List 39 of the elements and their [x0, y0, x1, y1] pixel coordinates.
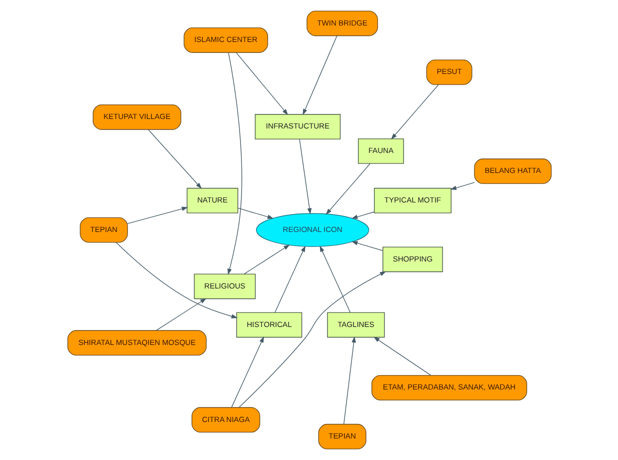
node-box: FAUNA: [357, 138, 404, 164]
arrow: [450, 182, 474, 190]
arrow: [147, 129, 202, 189]
node-box: ETAM, PERADABAN, SANAK, WADAH: [370, 375, 527, 400]
arrow: [227, 52, 242, 275]
arrow: [390, 84, 438, 140]
node-box: INFRASTUCTURE: [254, 114, 340, 140]
arrow: [126, 206, 188, 224]
arrow: [302, 36, 337, 116]
node-box: NATURE: [186, 188, 238, 214]
arrow: [115, 242, 238, 318]
node-box: RELIGIOUS: [193, 274, 256, 300]
arrow: [372, 336, 431, 376]
node-box: TWIN BRIDGE: [306, 10, 378, 36]
node-box: TEPIAN: [79, 217, 128, 243]
node-box: PESUT: [426, 60, 472, 85]
node-box: BELANG HATTA: [474, 158, 552, 184]
arrow: [350, 241, 383, 251]
node-box: KETUPAT VILLAGE: [92, 104, 181, 130]
arrow: [350, 212, 374, 219]
node-box: ISLAMIC CENTER: [183, 27, 268, 53]
node-box: TAGLINES: [326, 312, 384, 338]
node-box: CITRA NIAGA: [191, 407, 260, 433]
arrow: [155, 298, 206, 331]
node-box: TYPICAL MOTIF: [373, 188, 451, 214]
arrow: [342, 336, 356, 425]
arrow: [298, 138, 312, 214]
node-box: SHIRATAL MUSTAQIEN MOSQUE: [66, 330, 206, 356]
arrow: [238, 271, 386, 408]
node-box: TEPIAN: [318, 424, 366, 450]
arrow: [274, 246, 305, 313]
arrow: [319, 246, 350, 313]
arrow: [325, 163, 370, 215]
arrow: [230, 336, 264, 408]
arrow: [243, 244, 290, 274]
node-box: SHOPPING: [382, 246, 442, 272]
arrow: [235, 52, 288, 116]
node-box: HISTORICAL: [236, 312, 302, 338]
arrow: [237, 208, 274, 219]
